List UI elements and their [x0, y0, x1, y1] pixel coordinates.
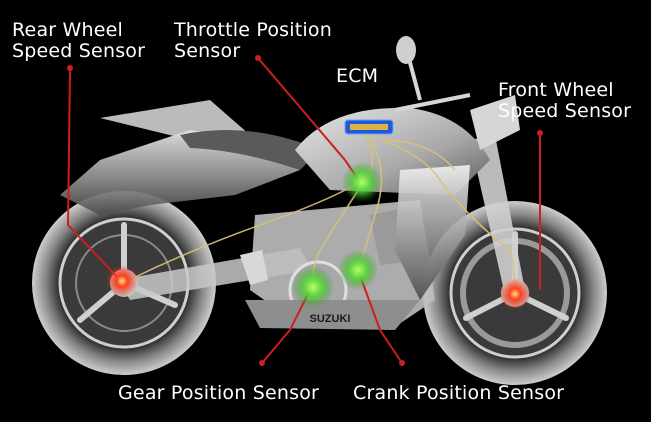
headlight-cowl [470, 95, 520, 150]
throttle-sensor-glow [342, 162, 382, 202]
label-line: ECM [336, 65, 379, 87]
ecm-module [344, 119, 394, 135]
label-front-wheel-speed-sensor: Front Wheel Speed Sensor [498, 80, 631, 122]
label-line: Crank Position Sensor [353, 382, 565, 404]
label-line: Front Wheel [498, 79, 614, 101]
label-rear-wheel-speed-sensor: Rear Wheel Speed Sensor [12, 20, 145, 62]
mirror [396, 36, 416, 64]
label-ecm: ECM [336, 66, 378, 87]
label-line: Rear Wheel [12, 19, 124, 41]
brand-text: SUZUKI [310, 313, 351, 325]
front-wheel-sensor-glow [499, 278, 531, 310]
rear-wheel-sensor-glow [106, 265, 138, 297]
label-crank-position-sensor: Crank Position Sensor [353, 383, 564, 404]
side-shroud [395, 165, 470, 300]
sensor-markers [106, 162, 531, 310]
label-line: Speed Sensor [12, 40, 146, 62]
label-throttle-position-sensor: Throttle Position Sensor [174, 20, 332, 62]
label-line: Speed Sensor [498, 100, 632, 122]
gear-sensor-glow [292, 266, 334, 308]
label-line: Throttle Position [174, 19, 332, 41]
crank-sensor-glow [338, 250, 378, 290]
seat [180, 130, 320, 170]
label-line: Sensor [174, 40, 241, 62]
label-gear-position-sensor: Gear Position Sensor [118, 383, 319, 404]
label-line: Gear Position Sensor [118, 382, 320, 404]
